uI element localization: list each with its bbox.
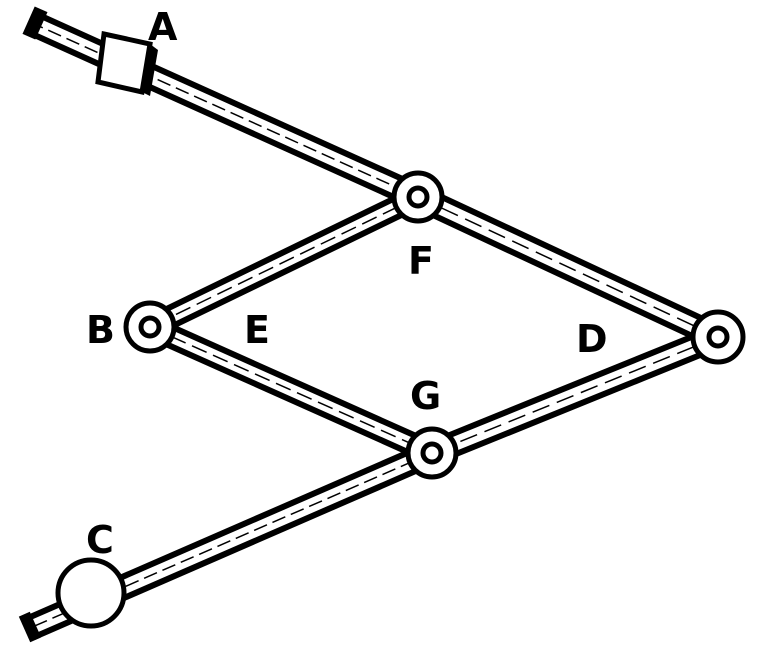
label-g: G xyxy=(410,374,441,418)
label-d: D xyxy=(576,317,608,361)
label-b: B xyxy=(86,308,115,352)
pivot-f xyxy=(391,170,445,224)
stub-end-top xyxy=(22,6,48,40)
pen-circle-c xyxy=(55,557,127,629)
pivot-b xyxy=(123,300,177,354)
bar-right-g-c xyxy=(24,324,723,640)
bar-f-b xyxy=(144,186,424,338)
label-f: F xyxy=(408,239,434,283)
slider-block-a xyxy=(95,30,158,96)
label-e: E xyxy=(244,308,270,352)
bar-b-g xyxy=(145,316,437,464)
bar-a-f-right xyxy=(24,10,724,349)
stub-end-bottom xyxy=(18,611,42,643)
pivot-right xyxy=(690,309,746,365)
label-a: A xyxy=(148,5,178,49)
pivot-g xyxy=(405,426,459,480)
label-c: C xyxy=(86,518,114,562)
